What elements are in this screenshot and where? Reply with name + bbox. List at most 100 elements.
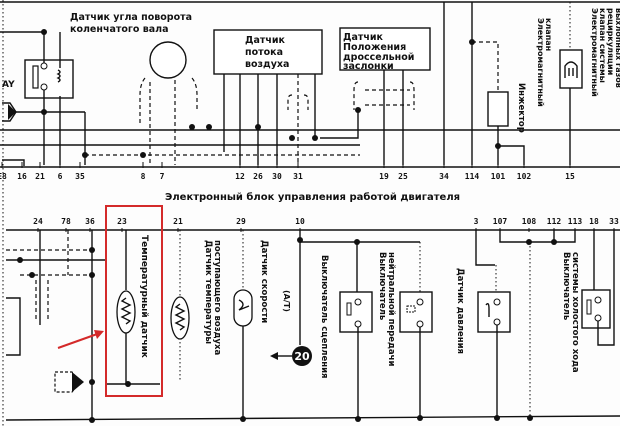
ecu-title: Электронный блок управления работой двиг… bbox=[165, 191, 460, 203]
relay-coil-icon bbox=[32, 65, 39, 89]
junction-dot bbox=[29, 272, 35, 278]
highlight-box bbox=[105, 205, 163, 397]
junction-dot bbox=[189, 124, 195, 130]
idle-switch-label-1: Выключатель bbox=[561, 252, 571, 320]
neutral-switch-box bbox=[399, 291, 433, 333]
throttle-label-4: заслонки bbox=[343, 61, 394, 72]
throttle-label-1: Датчик bbox=[343, 32, 384, 43]
junction-dot bbox=[89, 247, 95, 253]
shield-lines bbox=[353, 81, 415, 110]
pin-label: 16 bbox=[17, 172, 27, 181]
idle-switch-label-2: системы холостого хода bbox=[570, 252, 580, 373]
pin-label: 19 bbox=[379, 172, 389, 181]
egr-valve-box bbox=[559, 49, 583, 89]
egr-label-2: клапан системы bbox=[598, 8, 607, 83]
pin-label: 7 bbox=[160, 172, 165, 181]
switch-terminal-icon bbox=[493, 318, 501, 326]
egr-label-4: выхлопных газов bbox=[614, 8, 620, 88]
switch-terminal-icon bbox=[354, 298, 362, 306]
wire bbox=[320, 110, 359, 139]
pin-label: E8 bbox=[0, 172, 7, 181]
pin-label: 101 bbox=[491, 172, 506, 181]
right-switch-box bbox=[581, 289, 611, 329]
pin-label: 34 bbox=[439, 172, 449, 181]
ground-icon bbox=[8, 104, 16, 120]
solenoid-valve-label-1: Электромагнитный bbox=[536, 18, 545, 107]
junction-dot bbox=[206, 124, 212, 130]
air-flow-label-1: Датчик bbox=[245, 35, 286, 46]
switch-terminal-icon bbox=[416, 298, 424, 306]
junction-dot bbox=[289, 135, 295, 141]
connector-20-badge[interactable] bbox=[292, 346, 312, 366]
speed-sensor-label: Датчик скорости bbox=[259, 240, 269, 323]
pin-label: 113 bbox=[568, 217, 583, 226]
pin-label: 18 bbox=[589, 217, 599, 226]
pressure-sensor-label: Датчик давления bbox=[455, 268, 465, 354]
pin-label: 3 bbox=[474, 217, 479, 226]
thermistor-zigzag-icon bbox=[120, 297, 132, 325]
junction-dot bbox=[551, 239, 557, 245]
switch-contact-icon bbox=[406, 305, 416, 313]
throttle-label-3: дроссельной bbox=[343, 52, 414, 63]
throttle-sensor-box bbox=[339, 27, 431, 71]
air-flow-label-3: воздуха bbox=[245, 59, 289, 70]
junction-dot bbox=[240, 416, 246, 422]
pin-label: 6 bbox=[58, 172, 63, 181]
pin-label: 21 bbox=[173, 217, 183, 226]
pin-label: 29 bbox=[236, 217, 246, 226]
throttle-label-2: Положения bbox=[343, 42, 406, 53]
pin-label: 12 bbox=[235, 172, 245, 181]
wire bbox=[2, 159, 25, 166]
air-flow-label-2: потока bbox=[245, 47, 283, 58]
ground-icon bbox=[72, 372, 84, 392]
shield-lines bbox=[287, 94, 309, 110]
junction-dot bbox=[312, 135, 318, 141]
junction-dot bbox=[89, 272, 95, 278]
reed-switch-icon bbox=[238, 299, 250, 311]
junction-dot bbox=[89, 379, 95, 385]
pin-label: 108 bbox=[522, 217, 537, 226]
highlight-arrow bbox=[57, 332, 101, 349]
air-flow-sensor-box bbox=[213, 29, 323, 75]
wire bbox=[499, 230, 576, 243]
wire bbox=[472, 41, 499, 92]
switch-terminal-icon bbox=[594, 314, 602, 322]
switch-terminal-icon bbox=[594, 296, 602, 304]
pin-label: 112 bbox=[547, 217, 562, 226]
thermistor-icon bbox=[170, 296, 190, 340]
pin-label: 31 bbox=[293, 172, 303, 181]
solenoid-valve-label-2: клапан bbox=[544, 18, 553, 51]
pin-label: 15 bbox=[565, 172, 575, 181]
egr-label-1: Электромагнитный bbox=[590, 8, 599, 97]
connector-20-number: 20 bbox=[294, 350, 310, 363]
junction-dot bbox=[125, 381, 131, 387]
wire bbox=[475, 230, 495, 266]
ecu-top-pin-labels: E81621635871226303119253411410110215 bbox=[0, 162, 575, 181]
intake-air-temp-label-2: поступающего воздуха bbox=[212, 240, 222, 356]
component-box bbox=[6, 297, 21, 356]
junction-dot bbox=[355, 416, 361, 422]
arrow-left-icon bbox=[270, 352, 278, 360]
highlight-arrowhead-icon bbox=[94, 330, 104, 339]
junction-dot bbox=[140, 152, 146, 158]
switch-contact-icon bbox=[346, 302, 352, 316]
junction-dot bbox=[526, 239, 532, 245]
neutral-switch-label-2: нейтральной передачи bbox=[386, 252, 396, 366]
junction-dot bbox=[82, 152, 88, 158]
switch-contact-icon bbox=[485, 302, 490, 317]
intake-air-temp-label-1: Датчик температуры bbox=[203, 240, 213, 344]
pin-label: 21 bbox=[35, 172, 45, 181]
thermistor-icon bbox=[116, 290, 136, 334]
egr-label-3: рециркуляции bbox=[606, 8, 615, 75]
relay-label: AY bbox=[2, 80, 15, 90]
crank-sensor-label-1: Датчик угла поворота bbox=[70, 12, 192, 23]
wire bbox=[597, 230, 615, 346]
coolant-temp-sensor-label: Температурный датчик bbox=[139, 235, 149, 358]
pin-label: 107 bbox=[493, 217, 508, 226]
ground-bus bbox=[5, 415, 620, 421]
junction-dot bbox=[89, 417, 95, 423]
pin-label: 23 bbox=[117, 217, 127, 226]
pin-label: 35 bbox=[75, 172, 85, 181]
valve-coil-icon bbox=[564, 61, 578, 78]
